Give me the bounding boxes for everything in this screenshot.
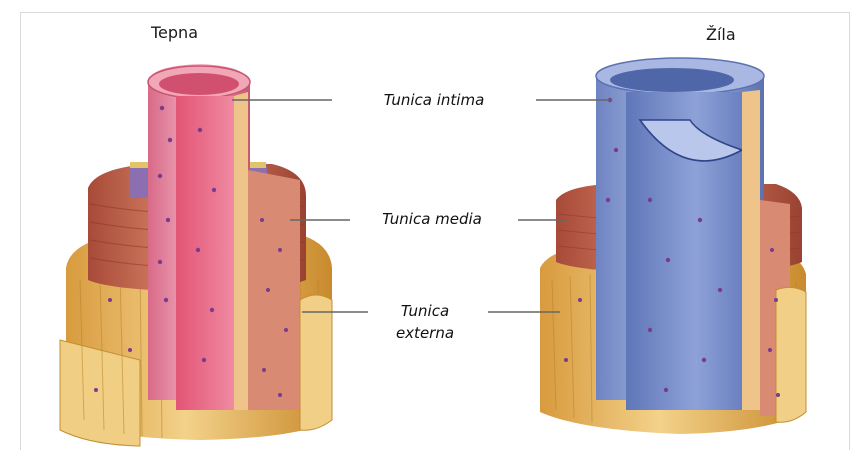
- label-tunica-externa-line1: Tunica: [370, 300, 480, 322]
- vein-cutaway-wall-section: [742, 90, 760, 410]
- label-tunica-externa: Tunica externa: [370, 300, 480, 344]
- artery-title: Tepna: [151, 23, 198, 42]
- artery-externa-cut-segment: [300, 295, 332, 430]
- artery-cutaway-inner-wall: [176, 96, 234, 410]
- label-tunica-intima: Tunica intima: [354, 89, 514, 111]
- vein-lumen: [610, 68, 734, 92]
- artery-lumen: [159, 73, 239, 95]
- vein-externa-cut-segment: [776, 287, 806, 422]
- label-tunica-externa-line2: externa: [370, 322, 480, 344]
- artery-illustration: [60, 64, 332, 446]
- label-tunica-media: Tunica media: [352, 208, 512, 230]
- artery-media-cut-face: [248, 170, 300, 410]
- artery-cutaway-wall-section: [234, 92, 248, 410]
- vein-title: Žíla: [706, 25, 736, 44]
- vein-illustration: [540, 58, 806, 434]
